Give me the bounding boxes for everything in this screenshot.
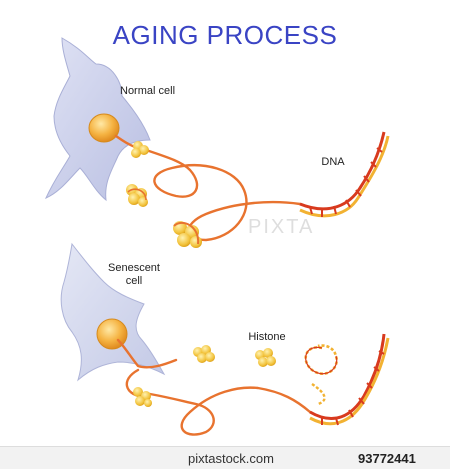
normal-cell-nucleus	[88, 113, 120, 143]
dna-label: DNA	[321, 156, 345, 168]
page-title: AGING PROCESS	[112, 20, 338, 50]
footer-bar: pixtastock.com 93772441	[0, 446, 450, 469]
senescent-dna-helix	[304, 333, 390, 426]
histone-clusters-normal	[126, 141, 202, 248]
histone-cluster	[131, 141, 149, 158]
histone-label: Histone	[248, 331, 286, 343]
histone-clusters-senescent	[133, 387, 152, 407]
histone-cluster	[126, 184, 148, 207]
histone-cluster	[173, 221, 202, 248]
footer-site: pixtastock.com	[188, 451, 274, 466]
senescent-cell-label: Senescent cell	[108, 262, 160, 287]
image-number: 93772441	[358, 451, 416, 466]
normal-cell-label: Normal cell	[120, 85, 176, 97]
histone-cluster	[133, 387, 152, 407]
normal-dna-helix	[299, 131, 390, 218]
normal-cell	[45, 37, 151, 202]
free-histone-right	[255, 348, 276, 367]
watermark: PIXTA	[248, 216, 315, 238]
free-histone-left	[193, 345, 215, 363]
